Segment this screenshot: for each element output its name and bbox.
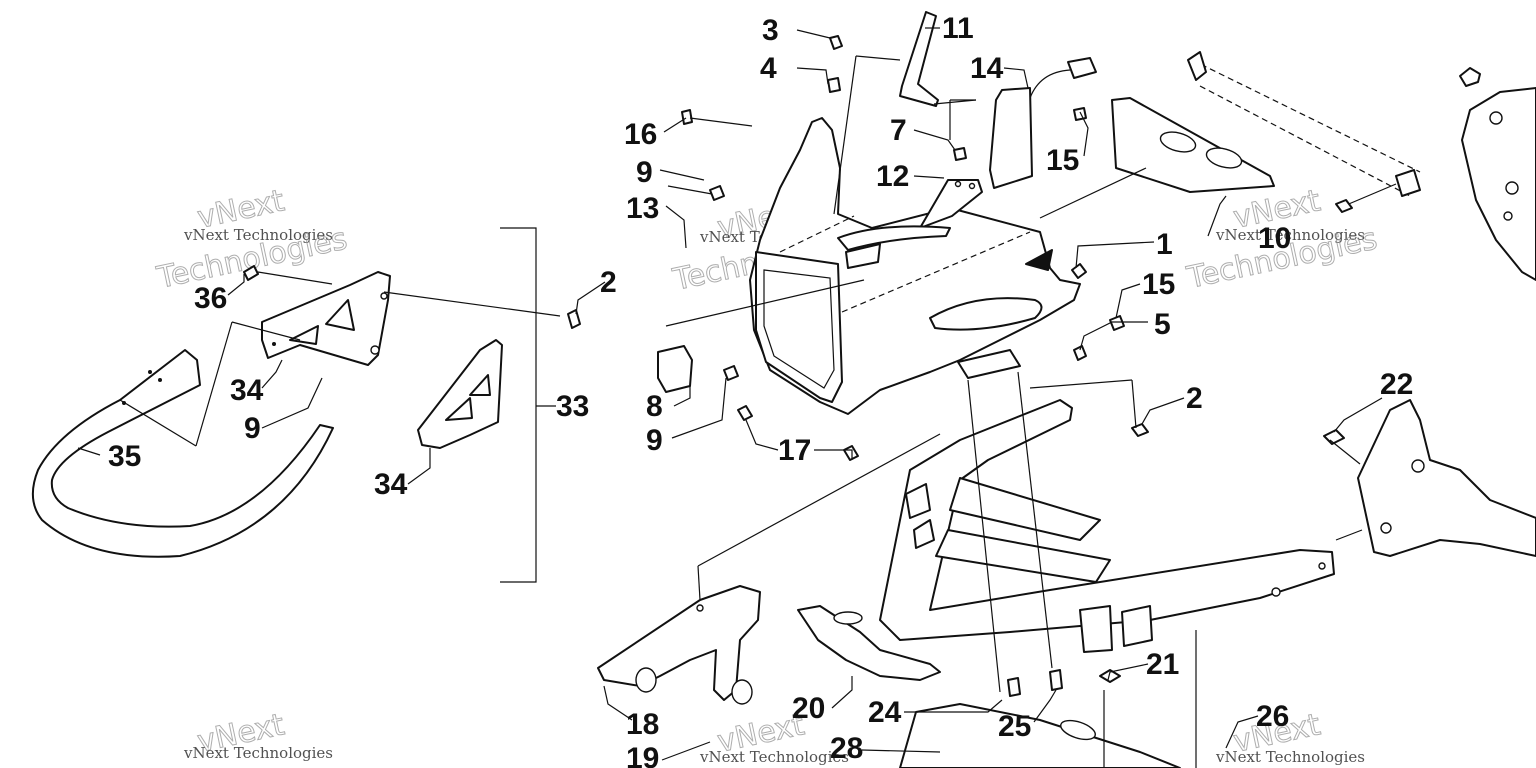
- callout-25: 25: [998, 710, 1031, 743]
- callout-10: 10: [1258, 222, 1291, 255]
- leader-lines: [77, 27, 1397, 768]
- callout-12: 12: [876, 160, 909, 193]
- callout-28: 28: [830, 732, 863, 765]
- callout-24: 24: [868, 696, 902, 729]
- callout-labels: 3 4 11 14 16 7 15 9 12 13 10 1 2 15 5 36…: [108, 12, 1413, 768]
- watermark-small-5: vNext Technologies: [699, 748, 849, 766]
- bolt-36-part: [243, 265, 333, 285]
- callout-18: 18: [626, 708, 659, 741]
- callout-16: 16: [624, 118, 657, 151]
- watermark-small-4: vNext Technologies: [183, 744, 333, 762]
- callout-2-lower: 2: [1186, 382, 1203, 415]
- bumper-bracket-right-part: [417, 339, 503, 449]
- cover-plate-part: [1111, 97, 1275, 193]
- callout-20: 20: [792, 692, 825, 725]
- callout-15-lower: 15: [1142, 268, 1175, 301]
- callout-5: 5: [1154, 308, 1171, 341]
- callout-3: 3: [762, 14, 779, 47]
- callout-22: 22: [1380, 368, 1413, 401]
- bumper-bracket-left-part: [261, 271, 391, 366]
- upper-right-bar-part: [1187, 51, 1536, 281]
- callout-1: 1: [1156, 228, 1173, 261]
- callout-35: 35: [108, 440, 141, 473]
- callout-9-upper: 9: [636, 156, 653, 189]
- skid-plate-part: [899, 669, 1181, 768]
- callout-36: 36: [194, 282, 227, 315]
- callout-26: 26: [1256, 700, 1289, 733]
- a-arm-part: [597, 585, 761, 705]
- callout-11: 11: [942, 12, 974, 45]
- watermark-small-3: vNext Technologies: [1215, 226, 1365, 244]
- callout-21: 21: [1146, 648, 1179, 681]
- callout-14: 14: [970, 52, 1004, 85]
- callout-9-left: 9: [244, 412, 261, 445]
- callout-33: 33: [556, 390, 589, 423]
- callout-2-upper: 2: [600, 266, 617, 299]
- callout-19: 19: [626, 742, 659, 768]
- callout-4: 4: [760, 52, 777, 85]
- callout-8: 8: [646, 390, 663, 423]
- bumper-stop-part: [657, 345, 693, 393]
- callout-15-upper: 15: [1046, 144, 1079, 177]
- callout-34-lower: 34: [374, 468, 408, 501]
- right-support-part: [1323, 399, 1536, 557]
- module-part: [989, 57, 1097, 189]
- steering-spindle-part: [797, 605, 941, 681]
- windshield-bracket-part: [837, 179, 983, 251]
- callout-13: 13: [626, 192, 659, 225]
- callout-9-lower: 9: [646, 424, 663, 457]
- watermark-small-1: vNext Technologies: [183, 226, 333, 244]
- group-33-bracket: [500, 227, 556, 583]
- callout-34-upper: 34: [230, 374, 264, 407]
- callout-7: 7: [890, 114, 907, 147]
- callout-17: 17: [778, 434, 811, 467]
- windshield-mount-part: [899, 11, 939, 107]
- bumper-part: [31, 349, 334, 558]
- watermark-small-6: vNext Technologies: [1215, 748, 1365, 766]
- chassis-frame-part: [879, 399, 1335, 653]
